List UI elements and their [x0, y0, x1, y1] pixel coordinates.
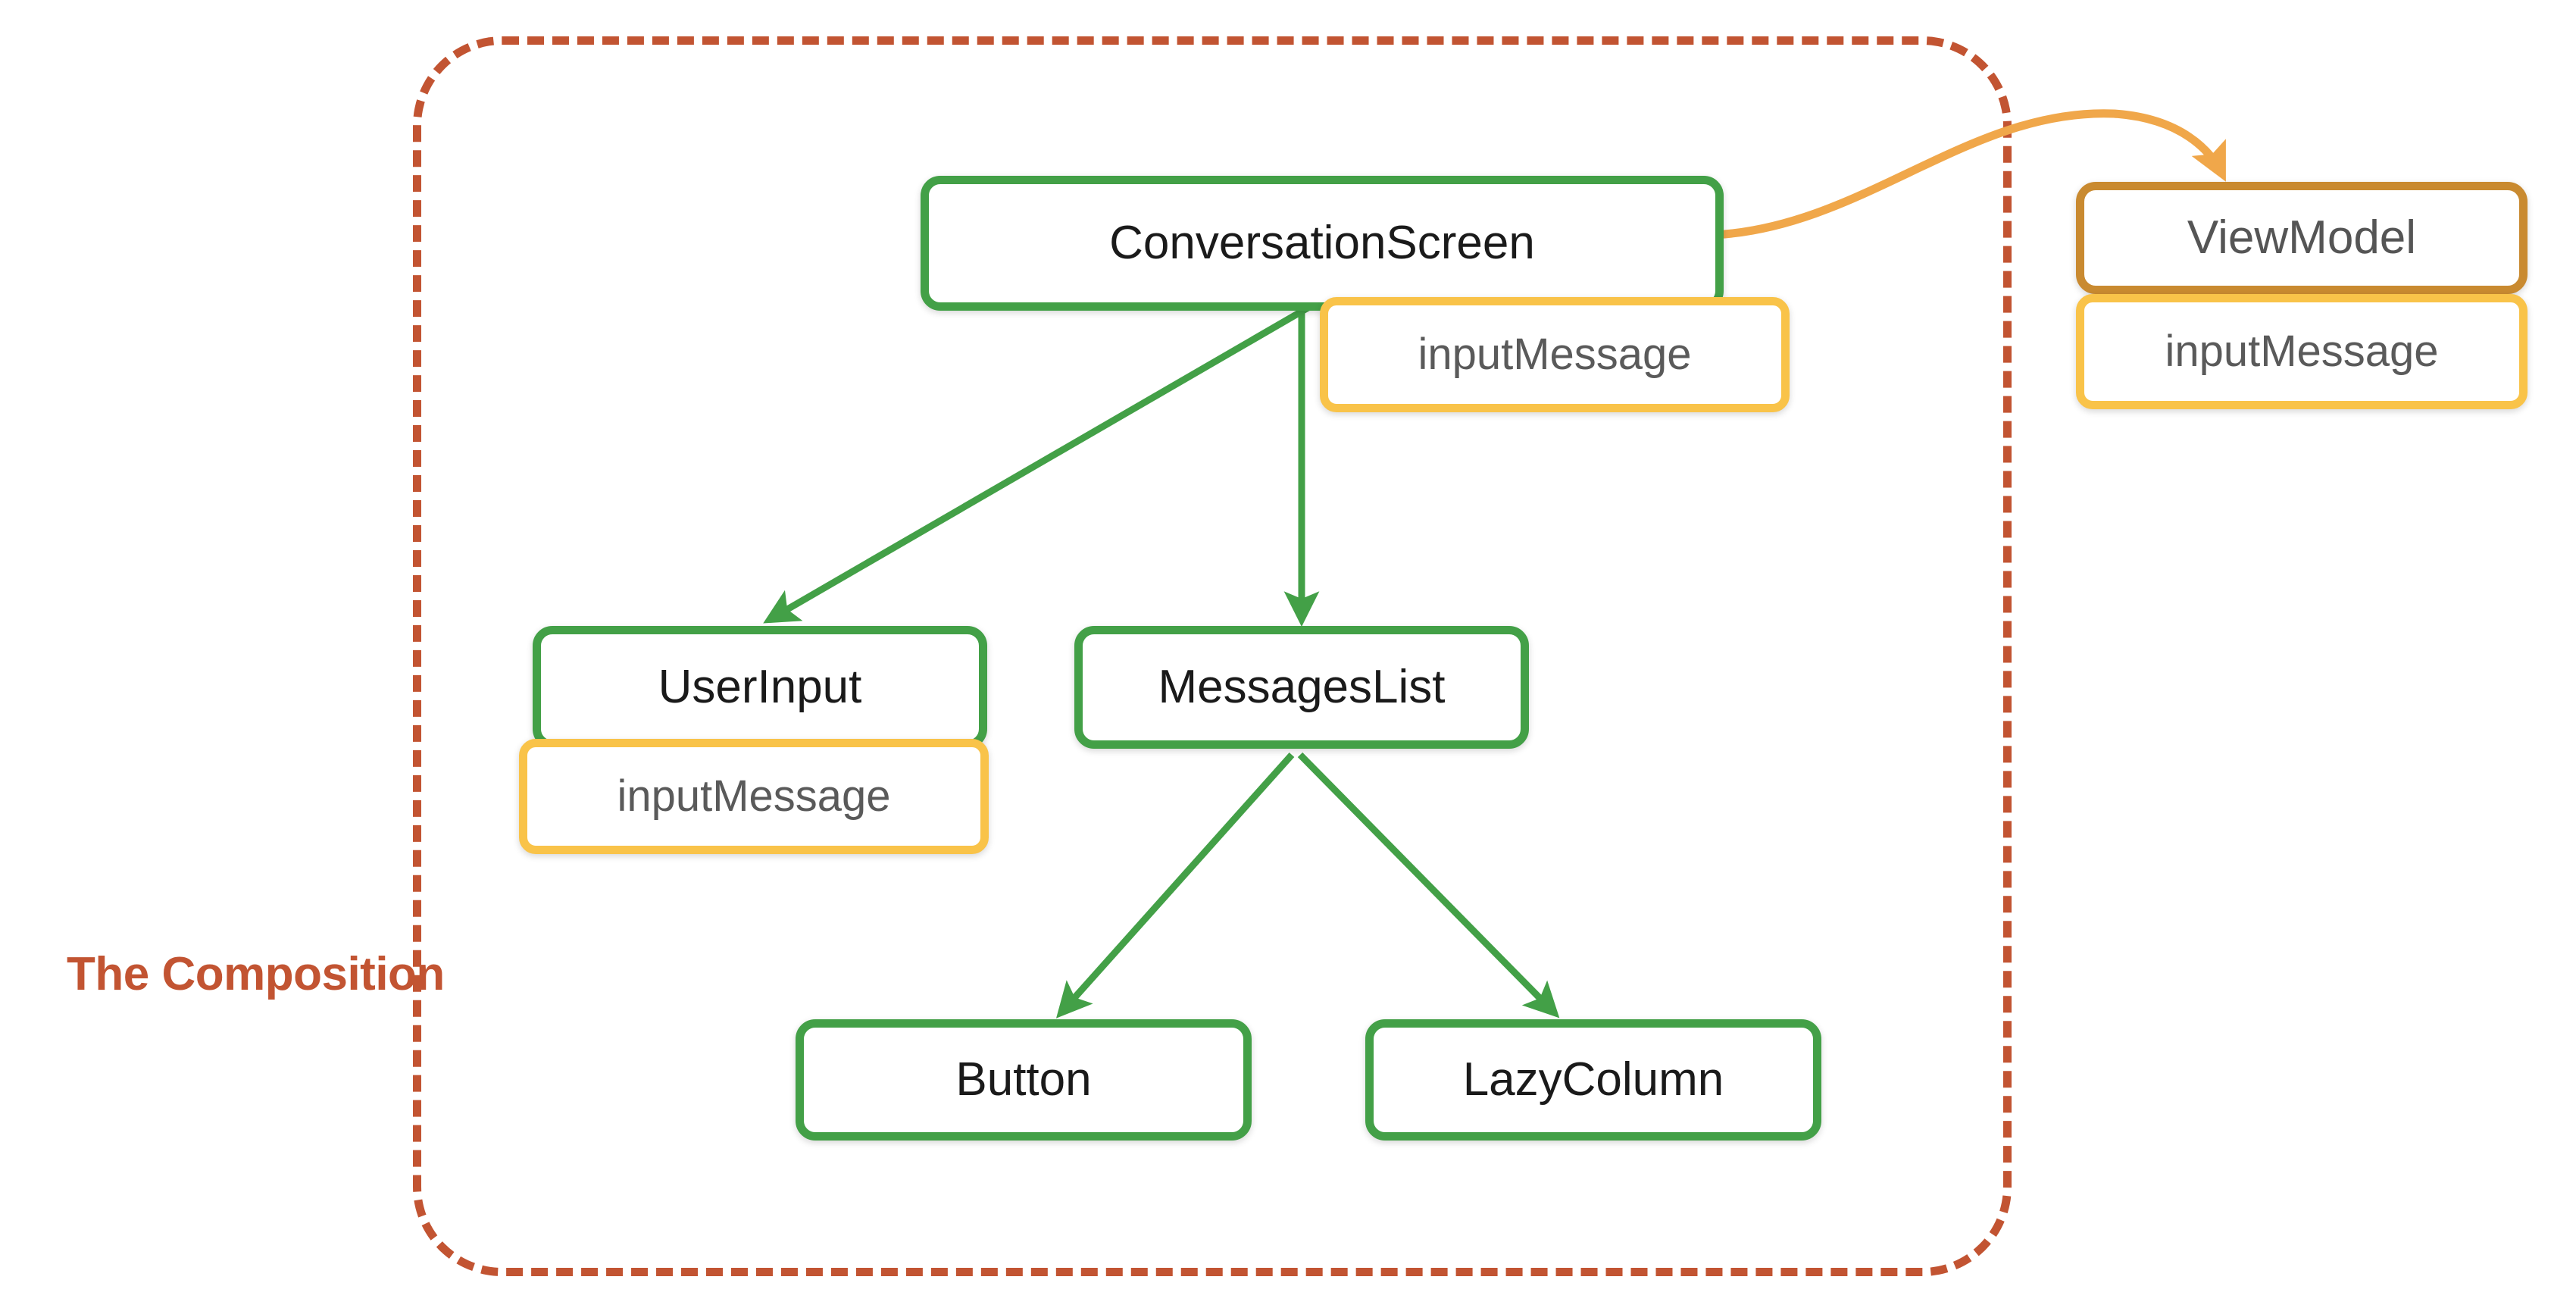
state-user-input-input-message-label: inputMessage [617, 771, 891, 821]
state-view-model-input-message[interactable]: inputMessage [2076, 294, 2528, 409]
node-view-model-label: ViewModel [2187, 211, 2417, 264]
state-conversation-screen-input-message-label: inputMessage [1418, 330, 1692, 379]
state-user-input-input-message[interactable]: inputMessage [519, 739, 989, 854]
node-lazy-column-label: LazyColumn [1462, 1053, 1724, 1106]
node-conversation-screen-label: ConversationScreen [1109, 217, 1535, 269]
composition-boundary [413, 36, 2012, 1276]
state-view-model-input-message-label: inputMessage [2165, 327, 2439, 376]
node-lazy-column[interactable]: LazyColumn [1365, 1019, 1821, 1141]
node-user-input[interactable]: UserInput [533, 626, 987, 749]
state-conversation-screen-input-message[interactable]: inputMessage [1320, 297, 1790, 412]
node-messages-list[interactable]: MessagesList [1074, 626, 1529, 749]
composition-label: The Composition [67, 948, 445, 1000]
node-user-input-label: UserInput [658, 661, 862, 713]
node-messages-list-label: MessagesList [1158, 661, 1446, 713]
node-button[interactable]: Button [796, 1019, 1252, 1141]
node-view-model[interactable]: ViewModel [2076, 182, 2528, 294]
node-button-label: Button [955, 1053, 1092, 1106]
node-conversation-screen[interactable]: ConversationScreen [921, 176, 1724, 311]
